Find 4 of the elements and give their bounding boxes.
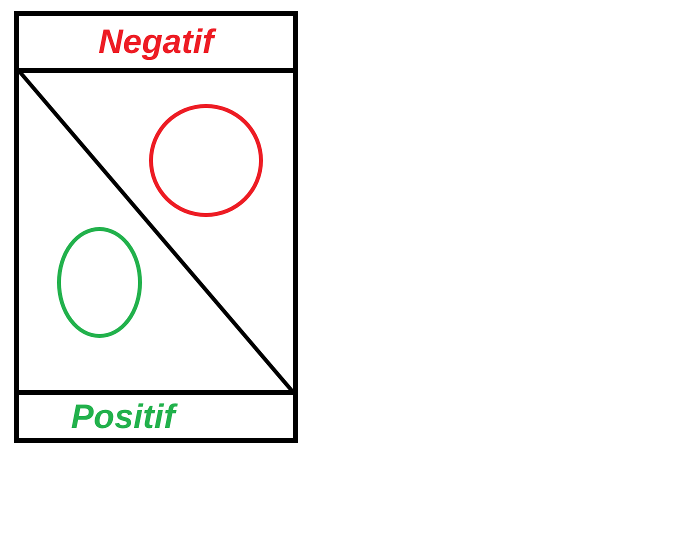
circle <box>149 104 263 217</box>
frame-box <box>14 11 298 443</box>
band-label: Negatif <box>98 25 214 59</box>
ellipse <box>57 227 142 338</box>
